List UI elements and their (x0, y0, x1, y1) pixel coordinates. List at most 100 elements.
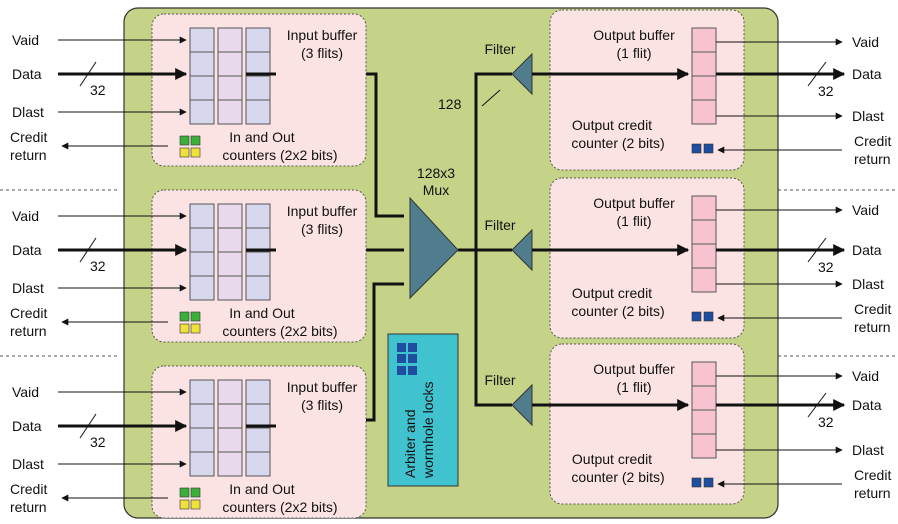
valid-label: Vaid (12, 384, 39, 400)
counter-cell (190, 323, 201, 334)
credit-counter-cell (691, 311, 702, 322)
buffer-cell (245, 251, 271, 277)
last-label: Dlast (12, 280, 44, 296)
counter-cell (179, 323, 190, 334)
credit-counter-cell (703, 311, 714, 322)
filter-label: Filter (484, 372, 515, 388)
output-buffer-cell (691, 195, 717, 221)
buffer-cell (245, 275, 271, 301)
buffer-cell (217, 99, 243, 125)
buffer-cell (245, 379, 271, 405)
buffer-cell (189, 275, 215, 301)
data-width: 32 (818, 259, 834, 275)
counter-cell (179, 487, 190, 498)
data-label: Data (852, 397, 882, 413)
mux-label-2: Mux (423, 182, 449, 198)
buffer-cell (217, 379, 243, 405)
width-slash (807, 61, 827, 87)
last-label: Dlast (852, 442, 884, 458)
input-buffer-size: (3 flits) (301, 45, 343, 61)
buffer-cell (189, 403, 215, 429)
buffer-cell (217, 427, 243, 453)
mux-label-1: 128x3 (417, 165, 455, 181)
output-buffer-cell (691, 409, 717, 435)
output-buffer-cell (691, 385, 717, 411)
counter-cell (190, 135, 201, 146)
arbiter-label-1: Arbiter and (402, 410, 418, 478)
output-counter-label: Output credit (572, 285, 652, 301)
buffer-cell (245, 427, 271, 453)
input-buffer-label: Input buffer (287, 379, 358, 395)
output-counter-size: counter (2 bits) (571, 135, 664, 151)
buffer-cell (189, 379, 215, 405)
counter-cell (190, 311, 201, 322)
buffer-cell (189, 27, 215, 53)
counter-cell (179, 147, 190, 158)
input-buffer-size: (3 flits) (301, 221, 343, 237)
output-counter-label: Output credit (572, 451, 652, 467)
counter-cell (190, 487, 201, 498)
valid-label: Vaid (852, 368, 879, 384)
output-buffer-size: (1 flit) (617, 45, 652, 61)
data-width: 32 (90, 258, 106, 274)
credit-label: Credit (854, 301, 891, 317)
buffer-cell (217, 451, 243, 477)
buffer-cell (189, 451, 215, 477)
output-counter-label: Output credit (572, 117, 652, 133)
buffer-cell (189, 75, 215, 101)
output-buffer-cell (691, 99, 717, 125)
counter-cell (179, 311, 190, 322)
output-counter-size: counter (2 bits) (571, 469, 664, 485)
buffer-cell (189, 51, 215, 77)
counter-cell (190, 499, 201, 510)
buffer-cell (245, 75, 271, 101)
valid-label: Vaid (12, 208, 39, 224)
output-buffer-cell (691, 27, 717, 53)
output-buffer-cell (691, 267, 717, 293)
buffer-cell (245, 51, 271, 77)
output-counter-size: counter (2 bits) (571, 303, 664, 319)
output-buffer-cell (691, 219, 717, 245)
credit-label-2: return (10, 499, 47, 515)
credit-label-2: return (10, 323, 47, 339)
buffer-cell (217, 203, 243, 229)
buffer-cell (245, 27, 271, 53)
arbiter-lock-icon (397, 343, 417, 375)
input-buffer-size: (3 flits) (301, 397, 343, 413)
valid-label: Vaid (852, 34, 879, 50)
data-label: Data (852, 66, 882, 82)
buffer-cell (245, 403, 271, 429)
data-label: Data (12, 242, 42, 258)
buffer-cell (217, 275, 243, 301)
output-buffer-label: Output buffer (593, 361, 675, 377)
credit-counter-cell (703, 143, 714, 154)
data-width: 32 (90, 434, 106, 450)
buffer-cell (245, 99, 271, 125)
buffer-cell (245, 451, 271, 477)
crossbar-mux (409, 196, 459, 300)
arbiter-block: Arbiter and wormhole locks (387, 333, 459, 487)
port-separators (0, 189, 898, 357)
width-slash (79, 413, 97, 439)
buffer-cell (217, 27, 243, 53)
counter-label: In and Out (229, 481, 294, 497)
credit-label-2: return (854, 151, 891, 167)
credit-label: Credit (854, 467, 891, 483)
data-width: 32 (90, 82, 106, 98)
data-width: 32 (818, 83, 834, 99)
output-buffer-cell (691, 243, 717, 269)
valid-label: Vaid (852, 202, 879, 218)
input-buffer-label: Input buffer (287, 203, 358, 219)
output-buffer-label: Output buffer (593, 195, 675, 211)
buffer-cell (245, 227, 271, 253)
width-slash (807, 237, 827, 263)
last-label: Dlast (852, 108, 884, 124)
credit-label: Credit (10, 305, 47, 321)
output-buffer-cell (691, 75, 717, 101)
last-label: Dlast (12, 456, 44, 472)
credit-label-2: return (854, 319, 891, 335)
width-slash (807, 392, 827, 418)
last-label: Dlast (852, 276, 884, 292)
data-label: Data (852, 242, 882, 258)
